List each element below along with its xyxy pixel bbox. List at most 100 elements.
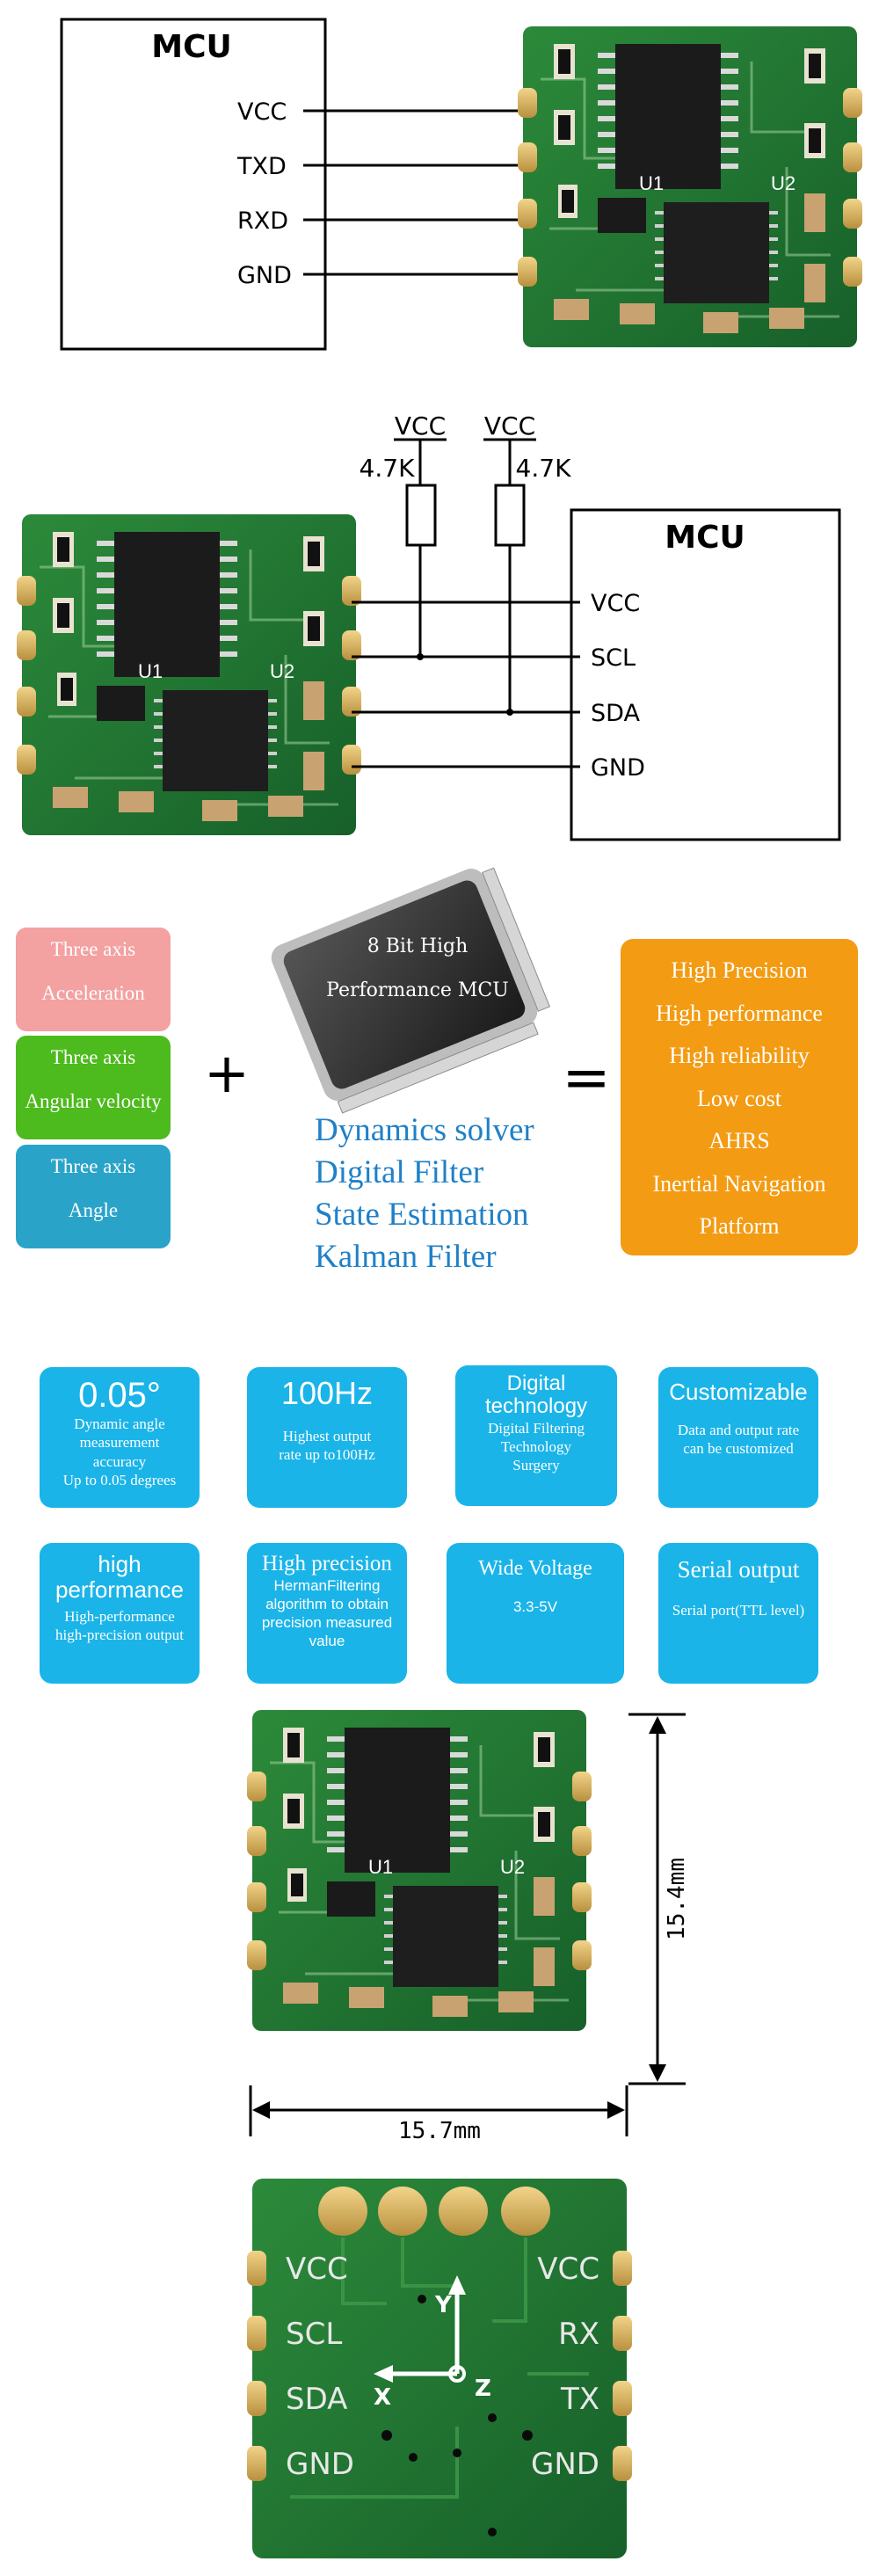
mcu-title: MCU — [151, 29, 231, 65]
input-angular-line-2: Angular velocity — [25, 1090, 162, 1112]
feature-card-wide-voltage: Wide Voltage 3.3-5V — [447, 1543, 624, 1684]
pin-label-vcc: VCC — [237, 98, 287, 126]
feature-title: Digital technology — [484, 1372, 588, 1419]
feature-card-output-rate: 100Hz Highest output rate up to100Hz — [247, 1367, 407, 1508]
back-left-pin-scl: SCL — [286, 2317, 342, 2352]
feature-desc: precision measured — [261, 1614, 393, 1631]
axis-label-y: Y — [434, 2292, 453, 2318]
input-angle-line-1: Three axis — [50, 1155, 136, 1177]
axis-label-z: Z — [475, 2376, 491, 2402]
feature-desc: High-performance — [64, 1608, 175, 1626]
input-acceleration-line-1: Three axis — [50, 938, 136, 960]
result-item: High performance — [656, 1000, 823, 1026]
feature-desc: accuracy — [92, 1452, 147, 1470]
module-board-i2c — [15, 513, 363, 837]
module-board-dimension — [245, 1708, 593, 2033]
feature-desc: 3.3-5V — [512, 1598, 558, 1616]
input-acceleration-line-2: Acceleration — [41, 982, 145, 1004]
feature-desc: HermanFiltering — [273, 1576, 381, 1594]
dimension-drawing: 15.4mm 15.7mm — [245, 1708, 690, 2144]
vcc-supply-1: VCC — [395, 411, 446, 440]
mcu-title-i2c: MCU — [665, 520, 745, 556]
back-right-pin-rx: RX — [558, 2317, 599, 2352]
pin-label-rxd: RXD — [237, 207, 288, 235]
pin-label-sda: SDA — [591, 700, 640, 727]
feature-card-performance: high performance High-performance high-p… — [40, 1543, 200, 1684]
pullup-resistor-2 — [494, 484, 526, 547]
result-box: High Precision High performance High rel… — [621, 939, 858, 1255]
algorithm-item: Kalman Filter — [315, 1239, 497, 1275]
pullup-value-2: 4.7K — [516, 454, 572, 483]
feature-card-precision: High precision HermanFiltering algorithm… — [247, 1543, 407, 1684]
back-left-pin-vcc: VCC — [286, 2252, 348, 2287]
feature-card-accuracy: 0.05° Dynamic angle measurement accuracy… — [40, 1367, 200, 1508]
plus-sign: + — [204, 1041, 250, 1105]
feature-desc: Surgery — [512, 1457, 560, 1474]
pullup-resistor-1 — [405, 484, 437, 547]
feature-title: 0.05° — [78, 1376, 161, 1415]
pin-label-txd: TXD — [236, 153, 287, 180]
vcc-supply-2: VCC — [484, 411, 535, 440]
algorithm-list: Dynamics solver Digital Filter State Est… — [315, 1110, 534, 1278]
feature-title: high performance — [55, 1551, 184, 1603]
feature-desc: Technology — [500, 1438, 571, 1456]
input-angle: Three axis Angle — [16, 1145, 171, 1248]
feature-desc: can be customized — [683, 1439, 794, 1457]
algorithm-item: State Estimation — [315, 1197, 529, 1233]
input-angular-velocity: Three axis Angular velocity — [16, 1036, 171, 1139]
feature-desc: Highest output — [282, 1427, 372, 1444]
feature-desc: Up to 0.05 degrees — [62, 1471, 177, 1488]
pin-label-scl: SCL — [591, 644, 636, 672]
feature-desc: Dynamic angle — [74, 1415, 165, 1432]
mcu-chip-line-2: Performance MCU — [326, 979, 509, 1001]
back-left-pin-sda: SDA — [286, 2382, 347, 2417]
result-item: Inertial Navigation — [652, 1170, 826, 1197]
feature-title: 100Hz — [280, 1375, 374, 1411]
result-item: Low cost — [696, 1085, 782, 1111]
module-board-top — [516, 25, 864, 349]
feature-desc: Serial port(TTL level) — [672, 1601, 805, 1619]
pin-label-gnd: GND — [237, 262, 292, 289]
pin-label-gnd-i2c: GND — [591, 754, 645, 782]
feature-desc: value — [309, 1633, 345, 1650]
mcu-chip-graphic: 8 Bit High Performance MCU — [271, 867, 551, 1114]
result-item: Platform — [699, 1213, 780, 1239]
result-item: High Precision — [671, 957, 808, 983]
i2c-diagram: VCC VCC 4.7K 4.7K MCU VCC SCL SDA GND — [15, 411, 841, 841]
mcu-box-i2c — [570, 508, 841, 841]
dimension-width: 15.7mm — [398, 2118, 481, 2144]
feature-desc: Digital Filtering — [487, 1419, 585, 1437]
result-item: AHRS — [708, 1128, 770, 1153]
mcu-chip-line-1: 8 Bit High — [367, 935, 469, 957]
feature-title: Wide Voltage — [478, 1557, 592, 1580]
feature-desc: measurement — [79, 1434, 160, 1452]
pin-label-vcc-i2c: VCC — [591, 590, 640, 617]
uart-diagram: MCU VCC TXD RXD GND — [60, 18, 864, 351]
feature-card-digital-technology: Digital technology Digital Filtering Tec… — [455, 1365, 617, 1506]
equals-sign: = — [562, 1044, 610, 1111]
back-right-pin-vcc: VCC — [537, 2252, 599, 2287]
feature-desc: Data and output rate — [677, 1421, 800, 1438]
input-angle-line-2: Angle — [68, 1199, 119, 1221]
back-right-pin-tx: TX — [560, 2382, 599, 2417]
feature-desc: high-precision output — [55, 1626, 184, 1644]
feature-title: Customizable — [669, 1379, 808, 1405]
feature-desc: algorithm to obtain — [265, 1595, 389, 1612]
algorithm-item: Digital Filter — [315, 1154, 484, 1190]
pullup-value-1: 4.7K — [360, 454, 416, 483]
feature-card-serial-output: Serial output Serial port(TTL level) — [658, 1543, 818, 1684]
input-acceleration: Three axis Acceleration — [16, 928, 171, 1031]
axis-label-x: X — [374, 2384, 391, 2411]
result-item: High reliability — [669, 1043, 810, 1068]
module-board-back: Y X Z VCC SCL SDA GND VCC RX TX GND — [247, 2179, 632, 2558]
back-left-pin-gnd: GND — [286, 2447, 354, 2482]
feature-title: Serial output — [677, 1556, 800, 1583]
input-angular-line-1: Three axis — [50, 1046, 136, 1068]
feature-desc: rate up to100Hz — [279, 1445, 375, 1463]
feature-card-customizable: Customizable Data and output rate can be… — [658, 1367, 818, 1508]
back-right-pin-gnd: GND — [531, 2447, 599, 2482]
mcu-box — [60, 18, 327, 351]
feature-title: High precision — [262, 1552, 392, 1575]
dimension-height: 15.4mm — [664, 1858, 690, 1940]
